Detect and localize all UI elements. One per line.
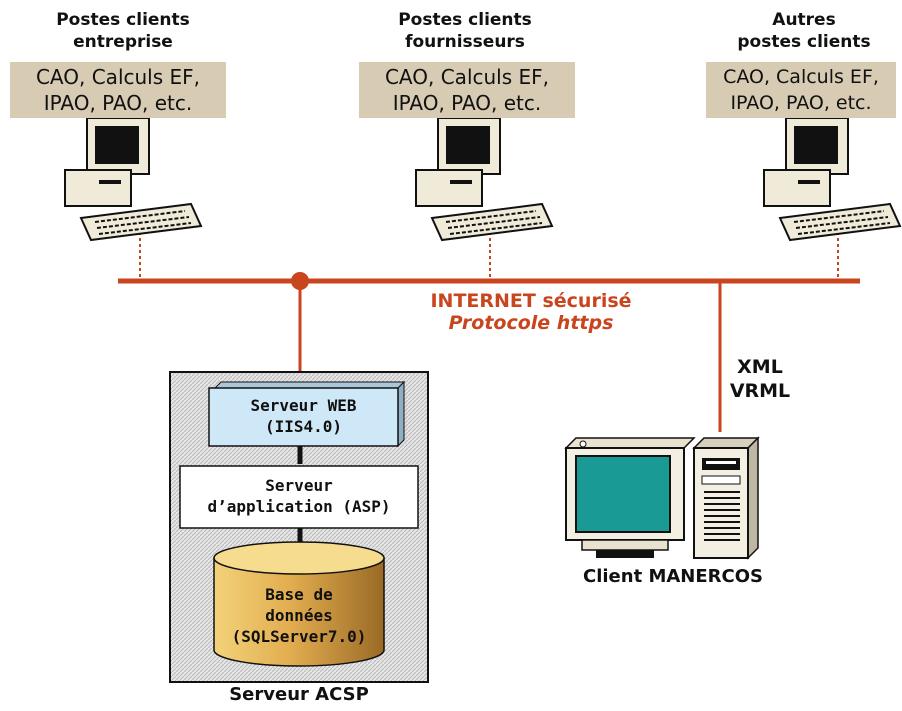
- network-label-line2: Protocole https: [448, 312, 614, 334]
- web-server-box: [208, 387, 399, 447]
- network-label: INTERNET sécurisé Protocole https: [396, 290, 666, 334]
- manercos-caption: Client MANERCOS: [548, 566, 798, 587]
- web-server-label: Serveur WEB (IIS4.0): [209, 395, 398, 437]
- client-3-title: Autres postes clients: [704, 9, 902, 53]
- client-1-title-text: Postes clients entreprise: [56, 10, 190, 52]
- network-label-line1: INTERNET sécurisé: [430, 290, 632, 312]
- acsp-server-frame: [169, 371, 429, 683]
- client-3-apps-text: CAO, Calculs EF, IPAO, PAO, etc.: [723, 66, 879, 114]
- client-3-title-text: Autres postes clients: [737, 10, 871, 52]
- client-1-apps-text: CAO, Calculs EF, IPAO, PAO, etc.: [35, 65, 201, 115]
- client-2-title: Postes clients fournisseurs: [360, 9, 570, 53]
- internet-backbone: [118, 232, 860, 432]
- client-3-apps-box: CAO, Calculs EF, IPAO, PAO, etc.: [706, 62, 896, 118]
- client-computer-1: [64, 117, 203, 242]
- manercos-caption-text: Client MANERCOS: [583, 566, 763, 587]
- client-2-title-text: Postes clients fournisseurs: [398, 10, 532, 52]
- protocol-label: XML VRML: [720, 355, 800, 403]
- client-1-apps-box: CAO, Calculs EF, IPAO, PAO, etc.: [10, 62, 226, 118]
- client-2-apps-box: CAO, Calculs EF, IPAO, PAO, etc.: [359, 62, 575, 118]
- client-computer-3: [763, 117, 902, 242]
- web-server-text: Serveur WEB (IIS4.0): [250, 396, 357, 436]
- app-server-box: [179, 465, 419, 529]
- database-label: Base de données (SQLServer7.0): [214, 584, 384, 647]
- protocol-label-xml: XML: [737, 356, 783, 378]
- protocol-label-vrml: VRML: [729, 380, 791, 402]
- app-server-text: Serveur d’application (ASP): [207, 476, 391, 516]
- acsp-server-caption-text: Serveur ACSP: [229, 684, 369, 705]
- manercos-workstation: [564, 436, 760, 560]
- database-text: Base de données (SQLServer7.0): [231, 585, 367, 646]
- acsp-server-caption: Serveur ACSP: [170, 684, 428, 705]
- database-cylinder: [213, 541, 385, 667]
- client-1-title: Postes clients entreprise: [18, 9, 228, 53]
- client-computer-2: [415, 117, 554, 242]
- client-2-apps-text: CAO, Calculs EF, IPAO, PAO, etc.: [384, 65, 550, 115]
- app-server-label: Serveur d’application (ASP): [180, 475, 418, 517]
